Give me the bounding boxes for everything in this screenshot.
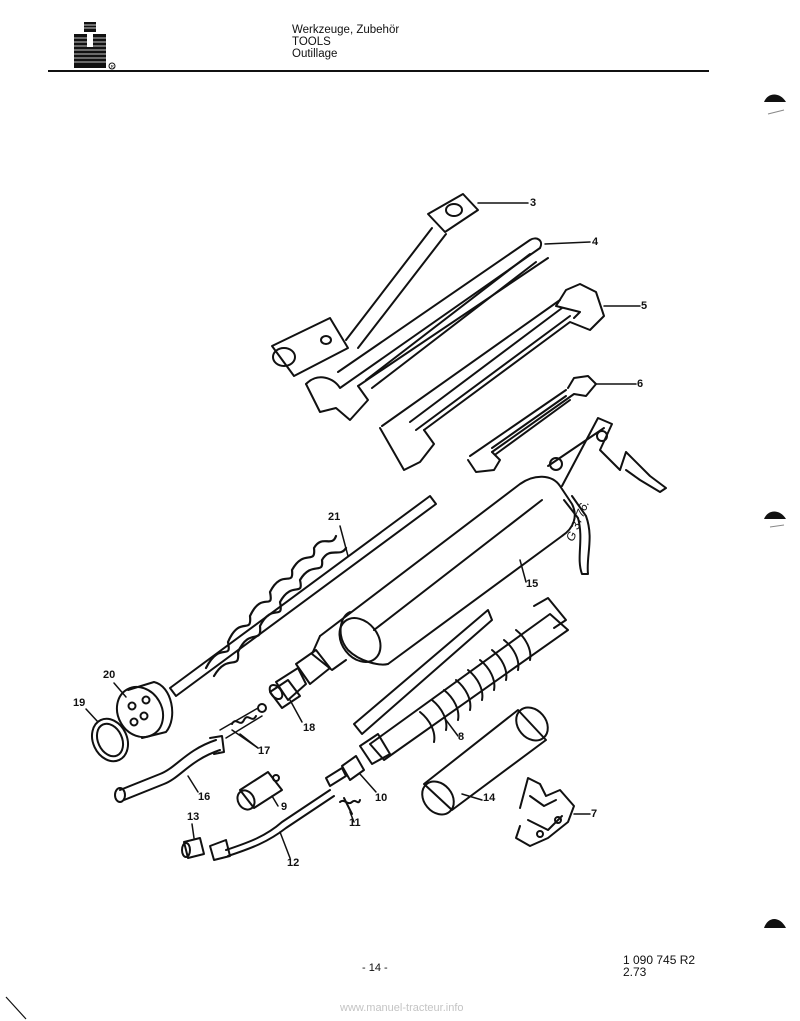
site-watermark: www.manuel-tracteur.info: [340, 1002, 464, 1014]
callout-15: 15: [526, 578, 539, 590]
box-spanner: [271, 193, 529, 377]
callout-10: 10: [375, 792, 388, 804]
title-english: TOOLS: [292, 36, 331, 48]
grease-nozzle: [325, 755, 377, 793]
page-number: - 14 -: [362, 962, 388, 974]
document-date: 2.73: [623, 965, 647, 979]
grease-hose-assembly: [353, 597, 569, 765]
callout-4: 4: [592, 236, 599, 248]
grease-cartridge: [421, 706, 549, 816]
connector-fitting: [269, 679, 303, 723]
end-cap: [113, 681, 174, 739]
ih-logo: R: [74, 22, 116, 70]
callout-8: 8: [458, 731, 465, 743]
callout-5: 5: [641, 300, 648, 312]
title-french: Outillage: [292, 48, 338, 60]
header-rule: [48, 70, 709, 72]
callout-3: 3: [530, 197, 537, 209]
document-reference: 1 090 745 R2 2.73: [623, 954, 695, 978]
margin-mark-bottom: [764, 919, 786, 928]
bent-extension-tube: [114, 735, 225, 803]
follower-spring-rod: [169, 495, 437, 697]
callout-16: 16: [198, 791, 211, 803]
grease-gun: [268, 417, 667, 701]
callout-20: 20: [103, 669, 116, 681]
svg-text:R: R: [111, 64, 115, 69]
callout-21: 21: [328, 511, 341, 523]
callout-9: 9: [281, 801, 288, 813]
callout-13: 13: [187, 811, 200, 823]
open-spanner-large: [305, 237, 591, 421]
callout-14: 14: [483, 792, 496, 804]
hydraulic-coupler: [236, 771, 283, 811]
corner-scan-mark: [5, 996, 27, 1020]
title-german: Werkzeuge, Zubehör: [292, 24, 400, 36]
coupling-head: [181, 823, 205, 859]
gun-holding-clip: [515, 777, 591, 847]
nipple-set: [219, 703, 267, 749]
document-number: 1 090 745 R2: [623, 953, 696, 967]
rigid-extension-tube: [209, 789, 335, 861]
callout-12: 12: [287, 857, 300, 869]
callout-6: 6: [637, 378, 644, 390]
open-spanner-small: [467, 375, 637, 473]
header-titles: Werkzeuge, Zubehör TOOLS Outillage: [292, 24, 399, 60]
callout-7: 7: [591, 808, 598, 820]
callout-19: 19: [73, 697, 86, 709]
open-spanner-medium: [379, 283, 641, 471]
margin-mark-top: [764, 94, 786, 115]
callout-17: 17: [258, 745, 271, 757]
callout-18: 18: [303, 722, 316, 734]
seal-ring: [85, 708, 129, 763]
grease-nipple: [339, 797, 361, 823]
callout-11: 11: [349, 817, 361, 829]
margin-mark-middle: [764, 511, 786, 528]
